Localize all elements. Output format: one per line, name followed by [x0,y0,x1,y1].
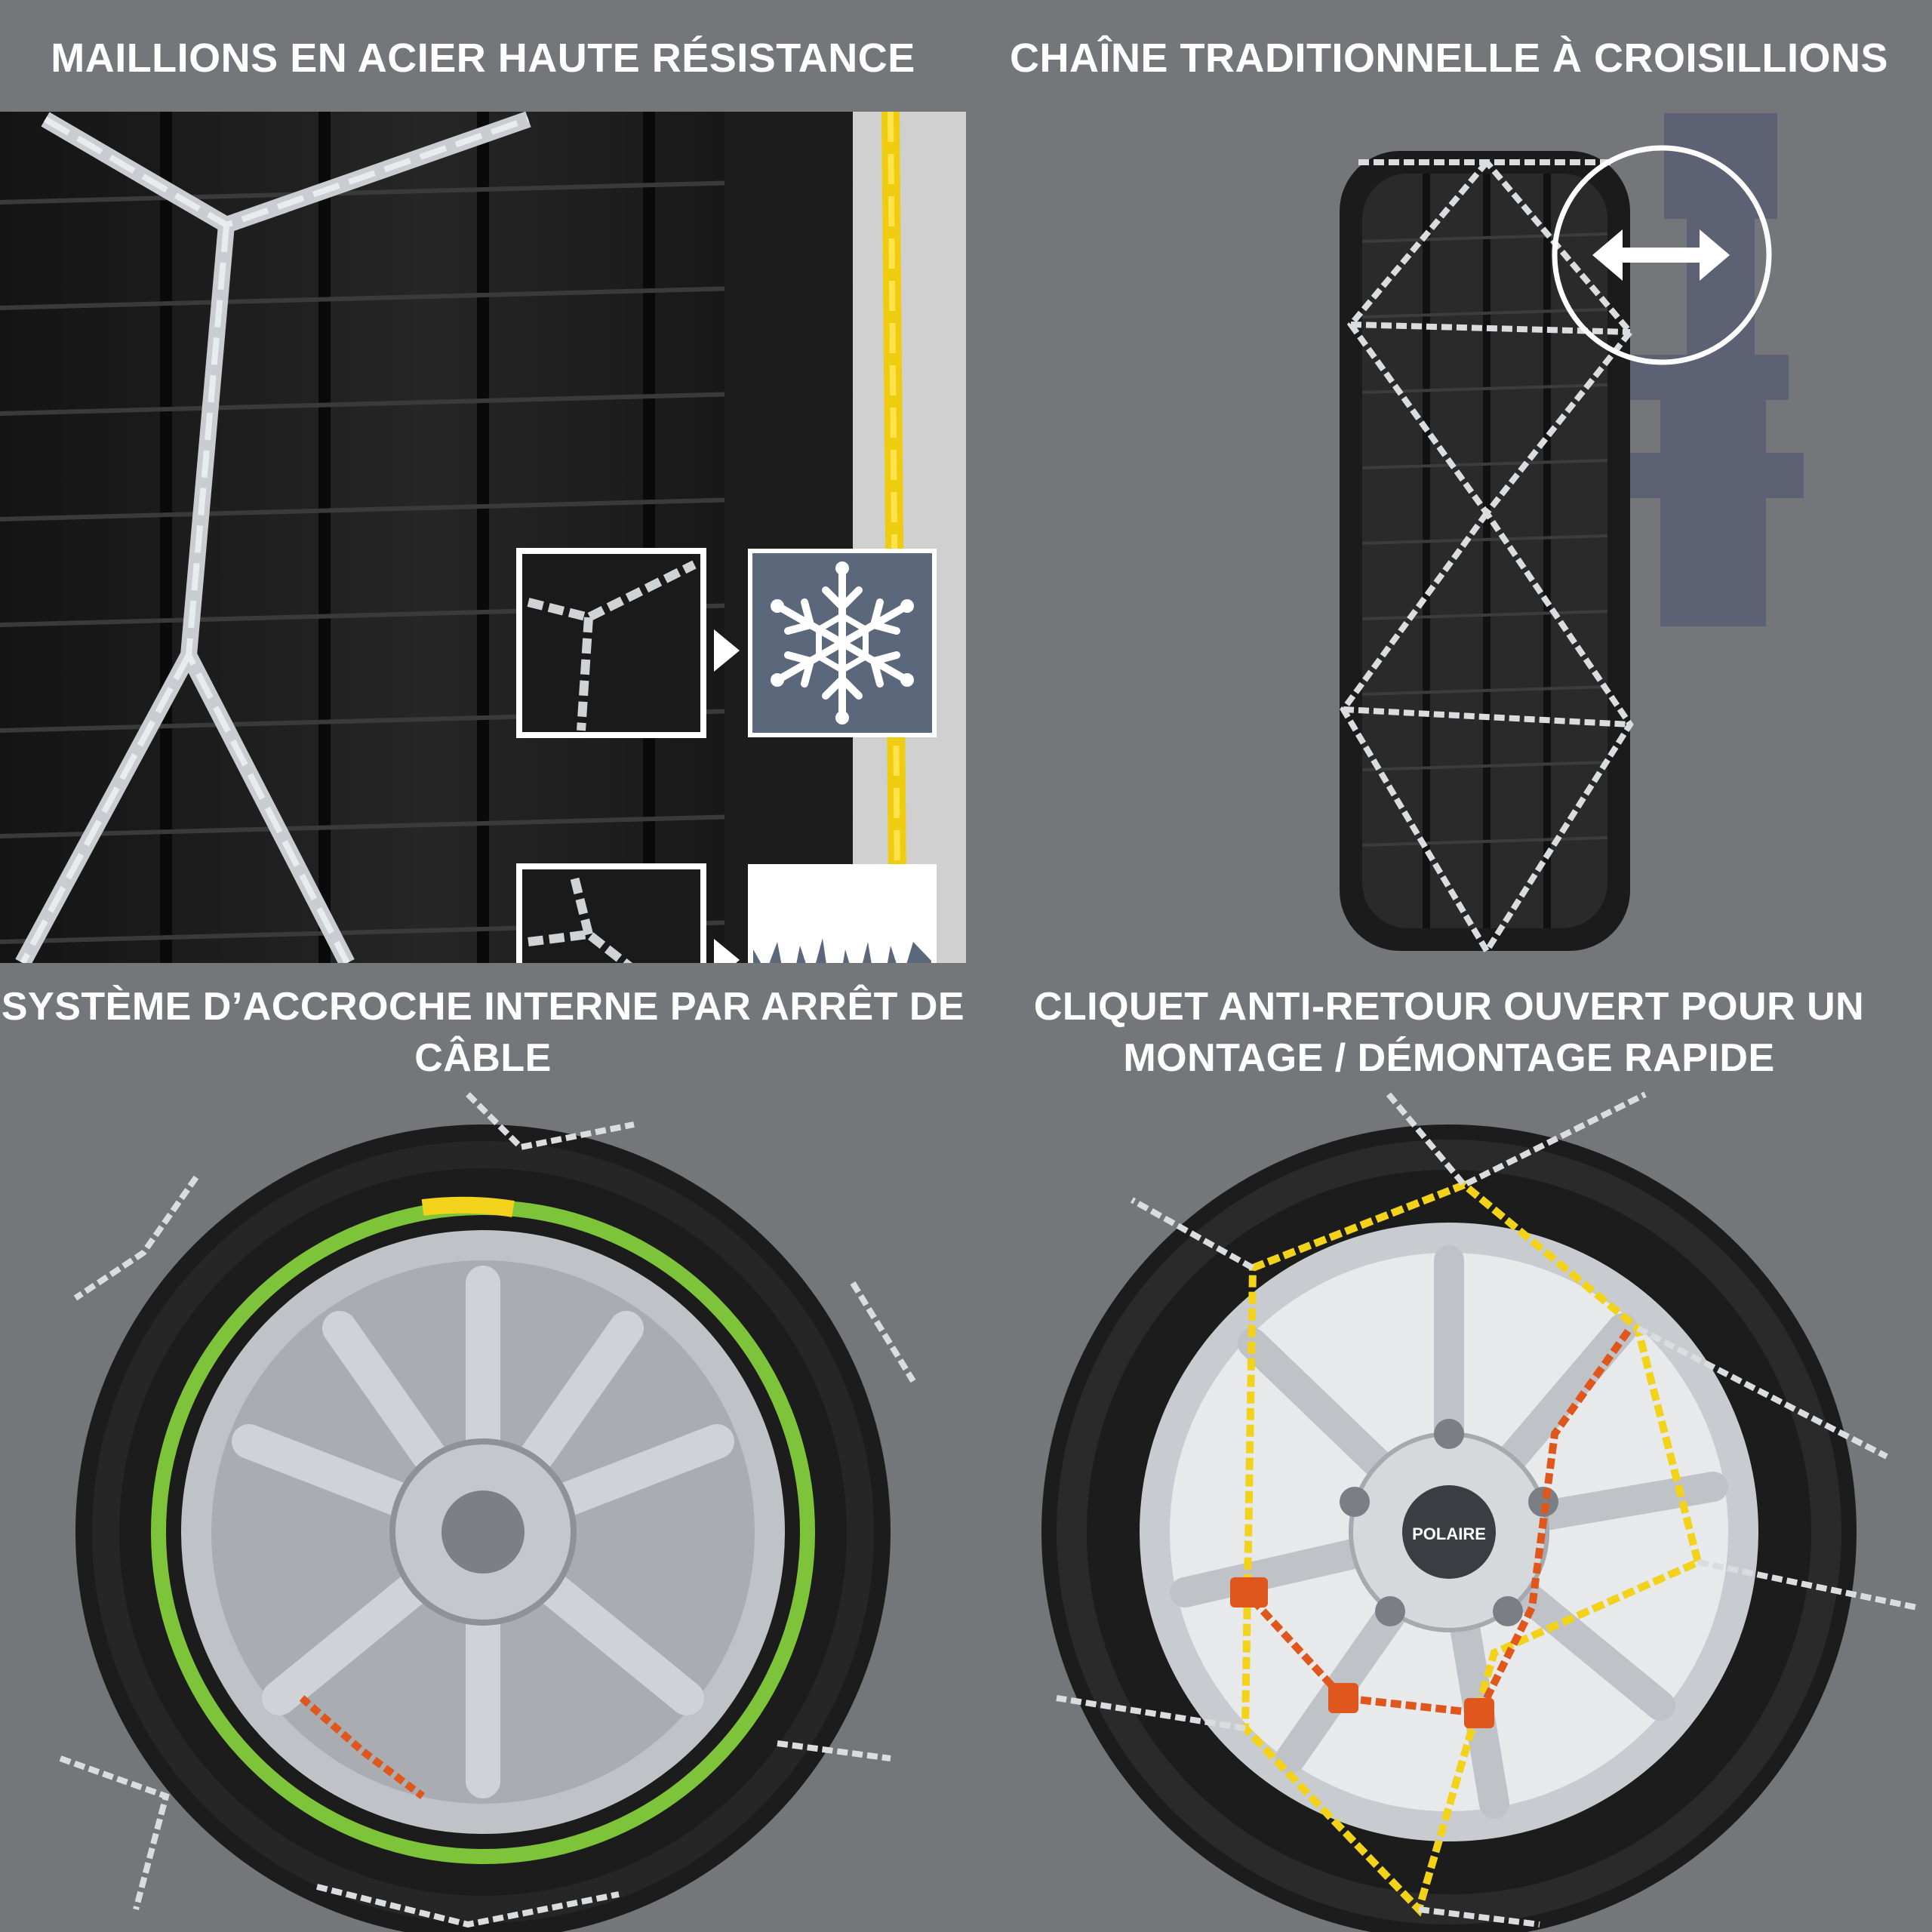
hub-brand-logo: POLAIRE [1412,1524,1486,1543]
clearance-highlight-circle [1552,145,1772,365]
tread-blocks [0,177,854,944]
play-arrow-icon [714,629,740,672]
tire-front-view [1340,151,1630,951]
hub-cap [1402,1485,1496,1579]
traditional-chain-photo [966,91,1932,974]
hub-bore [441,1491,525,1574]
tire-sidewall [724,112,853,963]
inner-red-chain [299,1695,425,1799]
ratchet-tensioner [1230,1577,1494,1728]
panel-heading-internal-hook-system: SYSTÈME D’ACCROCHE INTERNE PAR ARRÊT DE … [1,985,965,1080]
yellow-chain [1241,1180,1703,1917]
cable-yellow-segment [421,1196,515,1217]
yellow-chain-links [888,112,901,963]
tire-sidewall [1057,1140,1841,1924]
panel-heading-steel-links: MAILLIONS EN ACIER HAUTE RÉSISTANCE [51,35,915,81]
panel-heading-traditional-chain: CHAÎNE TRADITIONNELLE À CROISILLIONS [1010,35,1888,81]
snowflake-icon [748,549,937,737]
orange-chain [1250,1326,1634,1718]
tire-tread [0,112,853,963]
panel-heading-ratchet: CLIQUET ANTI-RETOUR OUVERT POUR UN MONTA… [1033,985,1865,1080]
steel-chain-links [20,116,530,963]
play-arrow-icon [714,939,740,963]
internal-hook-photo [0,1079,966,1932]
suspension-silhouette [1615,113,1804,626]
steel-links-photo [0,112,966,963]
tire-tread-ring [92,1141,874,1923]
outer-chains [1056,1091,1918,1927]
outer-chains [59,1092,916,1928]
ratchet-photo: POLAIRE [966,1079,1932,1932]
inset-chain-on-snow [516,548,706,738]
lug-nuts [1340,1419,1558,1626]
inset-chain-on-ice [516,863,706,963]
double-arrow-icon [1592,229,1730,281]
ice-icon [748,864,937,963]
